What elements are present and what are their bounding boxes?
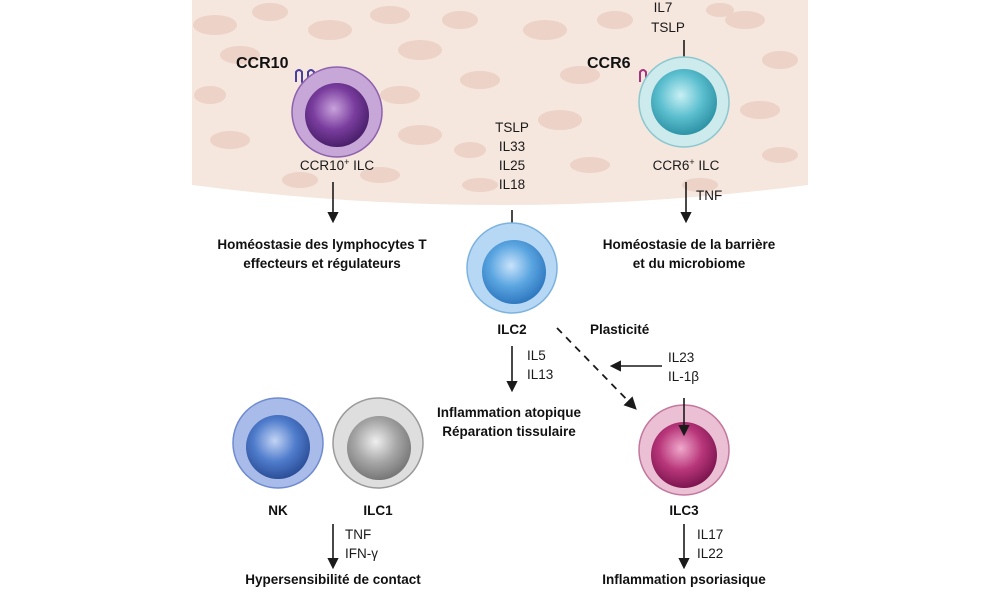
plasticity-label: Plasticité <box>590 322 650 337</box>
ilc3-input-1: IL-1β <box>668 369 699 384</box>
ccr6-input-1: TSLP <box>651 20 685 35</box>
cell-ccr10-ilc <box>291 66 383 158</box>
cell-ilc3 <box>638 404 730 496</box>
ilc3-input-0: IL23 <box>668 350 694 365</box>
ilc2-output-1: IL13 <box>527 367 553 382</box>
ilc2-input-1: IL33 <box>499 139 525 154</box>
ilc3-output-0: IL17 <box>697 527 723 542</box>
outcome-ccr10-line1: Homéostasie des lymphocytes T <box>217 237 427 252</box>
outcome-ilc3: Inflammation psoriasique <box>602 572 766 587</box>
outcome-ilc2-line1: Inflammation atopique <box>437 405 581 420</box>
cell-nk <box>232 397 324 489</box>
outcome-ccr6-line1: Homéostasie de la barrière <box>603 237 776 252</box>
ccr6-output-tnf: TNF <box>696 188 722 203</box>
cell-label-ccr6-ilc: CCR6+ ILC <box>653 157 720 173</box>
ccr6-input-0: IL7 <box>654 0 673 15</box>
outcome-ilc1: Hypersensibilité de contact <box>245 572 421 587</box>
cell-label-ilc3: ILC3 <box>669 503 699 518</box>
ilc3-output-1: IL22 <box>697 546 723 561</box>
outcome-ccr10-line2: effecteurs et régulateurs <box>243 256 401 271</box>
outcome-ccr6-line2: et du microbiome <box>633 256 746 271</box>
cell-label-nk: NK <box>268 503 288 518</box>
receptor-label-ccr6: CCR6 <box>587 55 631 72</box>
cell-ilc2 <box>466 222 558 314</box>
ilc1-output-1: IFN-γ <box>345 546 378 561</box>
ilc2-input-0: TSLP <box>495 120 529 135</box>
ilc2-output-0: IL5 <box>527 348 546 363</box>
cell-label-ilc1: ILC1 <box>363 503 393 518</box>
cell-ilc1 <box>332 397 424 489</box>
arrow-plasticity <box>556 327 637 410</box>
outcome-ilc2-line2: Réparation tissulaire <box>442 424 576 439</box>
ilc2-input-2: IL25 <box>499 158 525 173</box>
cell-label-ilc2: ILC2 <box>497 322 526 337</box>
receptor-label-ccr10: CCR10 <box>236 55 289 72</box>
cell-ccr6-ilc <box>638 56 730 148</box>
cell-label-ccr10-ilc: CCR10+ ILC <box>300 157 375 173</box>
ilc1-output-0: TNF <box>345 527 371 542</box>
ilc2-input-3: IL18 <box>499 177 525 192</box>
